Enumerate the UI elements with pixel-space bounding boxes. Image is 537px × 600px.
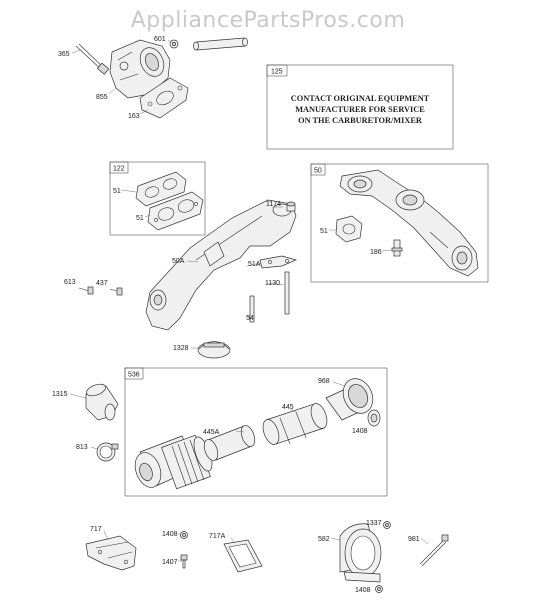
label-186: 186: [370, 249, 382, 256]
label-1407: 1407: [162, 559, 178, 566]
part-1130-stud[interactable]: [284, 271, 290, 315]
part-50A-manifold[interactable]: [145, 199, 297, 331]
label-437: 437: [96, 280, 108, 287]
part-54-stud[interactable]: [249, 295, 255, 323]
label-613: 613: [64, 279, 76, 286]
part-365-bolt[interactable]: [75, 43, 110, 75]
label-51-manifold: 51: [320, 228, 328, 235]
intake-manifold-ref: 50: [314, 168, 322, 175]
part-968-cover[interactable]: [325, 374, 378, 421]
part-613-screw[interactable]: [78, 286, 94, 295]
part-1407-screw[interactable]: [180, 554, 188, 569]
label-1408-shroud: 1408: [355, 587, 371, 594]
part-51A-gasket[interactable]: [259, 255, 298, 269]
label-163: 163: [128, 113, 140, 120]
part-186-fitting[interactable]: [391, 239, 403, 257]
part-1408-nut-air[interactable]: [367, 409, 381, 427]
note-line-2: MANUFACTURER FOR SERVICE: [295, 105, 425, 114]
label-1328: 1328: [173, 345, 189, 352]
label-717A: 717A: [209, 533, 226, 540]
part-582-shroud[interactable]: [339, 523, 382, 583]
part-1174-plug[interactable]: [286, 201, 296, 212]
part-51-gasket-manifold[interactable]: [335, 215, 363, 243]
label-1315: 1315: [52, 391, 68, 398]
intake-manifold-box: 50 51 186: [310, 163, 489, 283]
label-813: 813: [76, 444, 88, 451]
label-855: 855: [96, 94, 108, 101]
watermark-text: AppliancePartsPros.com: [131, 8, 406, 33]
part-855-adapter[interactable]: [109, 39, 171, 99]
label-1408-air: 1408: [352, 428, 368, 435]
air-cleaner-elbow-group: 1315 813: [52, 382, 119, 462]
label-445A: 445A: [203, 429, 220, 436]
label-54: 54: [246, 315, 254, 322]
part-717-bracket[interactable]: [85, 535, 137, 571]
carburetor-adapter-assembly: 365 601 855 163: [58, 36, 248, 120]
part-981-bolt[interactable]: [419, 534, 449, 567]
part-717A-seal[interactable]: [223, 539, 263, 573]
part-1315-elbow[interactable]: [85, 382, 119, 421]
part-601-fitting[interactable]: [169, 39, 179, 49]
label-1130: 1130: [265, 280, 280, 287]
note-line-3: ON THE CARBURETOR/MIXER: [298, 116, 423, 125]
center-manifold-assembly: 1174 50A 51A 613 437 1130 54 1328: [64, 199, 298, 359]
part-51-gasket-lower[interactable]: [147, 191, 204, 231]
part-445A-inner-filter[interactable]: [202, 424, 258, 463]
bottom-parts: 717 1408 717A 1407 582 1337 981 1408: [85, 520, 449, 594]
label-50A: 50A: [172, 258, 185, 265]
air-cleaner-box: 536: [124, 367, 388, 497]
label-968: 968: [318, 378, 330, 385]
note-line-1: CONTACT ORIGINAL EQUIPMENT: [291, 94, 430, 103]
part-163-gasket[interactable]: [139, 77, 189, 119]
label-1174: 1174: [266, 201, 281, 208]
label-51-upper: 51: [113, 188, 121, 195]
label-582: 582: [318, 536, 330, 543]
gasket-set-ref: 122: [113, 166, 125, 173]
label-365: 365: [58, 51, 70, 58]
air-cleaner-housing[interactable]: [131, 434, 216, 491]
part-51-gasket-upper[interactable]: [135, 171, 187, 207]
air-cleaner-ref: 536: [128, 372, 140, 379]
carburetor-note-box: 125 CONTACT ORIGINAL EQUIPMENT MANUFACTU…: [266, 64, 454, 150]
part-813-clamp[interactable]: [96, 442, 119, 462]
label-51-lower: 51: [136, 215, 144, 222]
part-1408-nut-bracket[interactable]: [180, 531, 188, 539]
label-601: 601: [154, 36, 166, 43]
breather-tube[interactable]: [193, 37, 248, 51]
part-1337-nut[interactable]: [383, 521, 391, 529]
label-1337: 1337: [366, 520, 382, 527]
gasket-set-box: 122 51 51: [109, 161, 206, 236]
label-51A: 51A: [248, 261, 261, 268]
part-1408-nut-shroud[interactable]: [375, 585, 383, 593]
note-ref: 125: [271, 69, 283, 76]
label-445: 445: [282, 404, 294, 411]
label-717: 717: [90, 526, 102, 533]
label-1408-bracket: 1408: [162, 531, 178, 538]
part-1328-cap[interactable]: [197, 341, 231, 359]
part-445-filter[interactable]: [260, 401, 330, 446]
label-981: 981: [408, 536, 420, 543]
part-437-screw[interactable]: [109, 287, 123, 296]
intake-manifold-body[interactable]: [339, 169, 479, 277]
